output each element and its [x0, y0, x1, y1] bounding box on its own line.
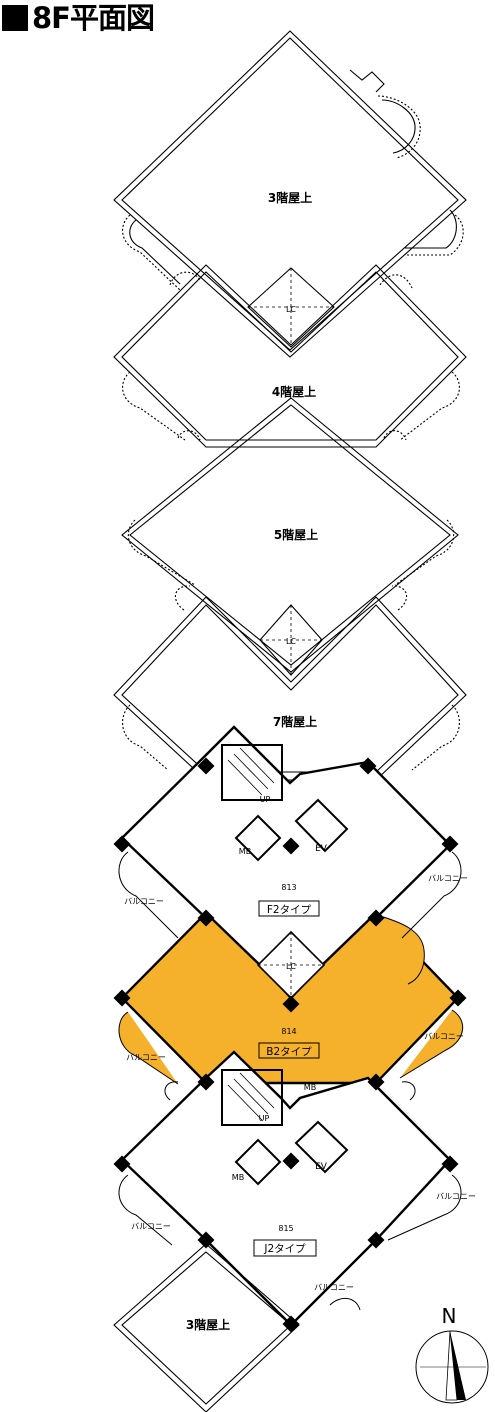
- roof-7f-label: 7階屋上: [273, 714, 317, 729]
- roof-7f: [113, 596, 467, 781]
- title-square-icon: [2, 5, 28, 31]
- unit-815-type: J2タイプ: [263, 1243, 306, 1255]
- roof-3f-bottom: [113, 1243, 300, 1412]
- lc-upper: [247, 267, 335, 348]
- unit-813-type: F2タイプ: [267, 904, 312, 916]
- core-815: [221, 1069, 349, 1186]
- core-813: [221, 744, 349, 862]
- compass: N: [415, 1304, 489, 1404]
- unit-814-type: B2タイプ: [266, 1046, 312, 1058]
- balcony-label-4: バルコニー: [126, 1053, 166, 1062]
- lc-middle: [259, 604, 323, 676]
- up-label-813: UP: [260, 795, 271, 804]
- ev-label-813: EV: [315, 844, 328, 854]
- balcony-label-7: バルコニー: [314, 1283, 354, 1292]
- roof-4f-label: 4階屋上: [272, 384, 316, 399]
- lc-middle-label: LC: [286, 637, 296, 646]
- page-title: 8F平面図: [0, 0, 155, 36]
- mb-label-815: MB: [304, 1083, 316, 1092]
- balcony-label-2: バルコニー: [124, 897, 164, 906]
- balcony-label-5: バルコニー: [436, 1192, 476, 1201]
- lc-upper-label: LC: [286, 305, 296, 314]
- roof-4f: [113, 264, 467, 448]
- ev-label-815: EV: [315, 1162, 328, 1172]
- unit-815-number: 815: [278, 1224, 293, 1233]
- unit-813-number: 813: [281, 883, 296, 892]
- unit-814-number: 814: [281, 1027, 296, 1036]
- page-title-text: 8F平面図: [32, 1, 155, 35]
- mb-label-813: MB: [239, 847, 251, 856]
- balcony-label-1: バルコニー: [428, 874, 468, 883]
- roof-3f-bottom-label: 3階屋上: [186, 1317, 230, 1332]
- roof-5f-label: 5階屋上: [274, 527, 318, 542]
- unit-815: [120, 1050, 452, 1327]
- roof-3f-top: [113, 30, 467, 358]
- balconies-lower: [118, 851, 462, 1311]
- compass-north-label: N: [442, 1304, 457, 1328]
- balcony-label-3: バルコニー: [424, 1032, 464, 1041]
- lc-lower-label: LC: [286, 962, 296, 971]
- up-label-815: UP: [259, 1114, 270, 1123]
- mb-label-815b: MB: [232, 1173, 244, 1182]
- balcony-label-6: バルコニー: [131, 1222, 171, 1231]
- roof-3f-top-label: 3階屋上: [268, 190, 312, 205]
